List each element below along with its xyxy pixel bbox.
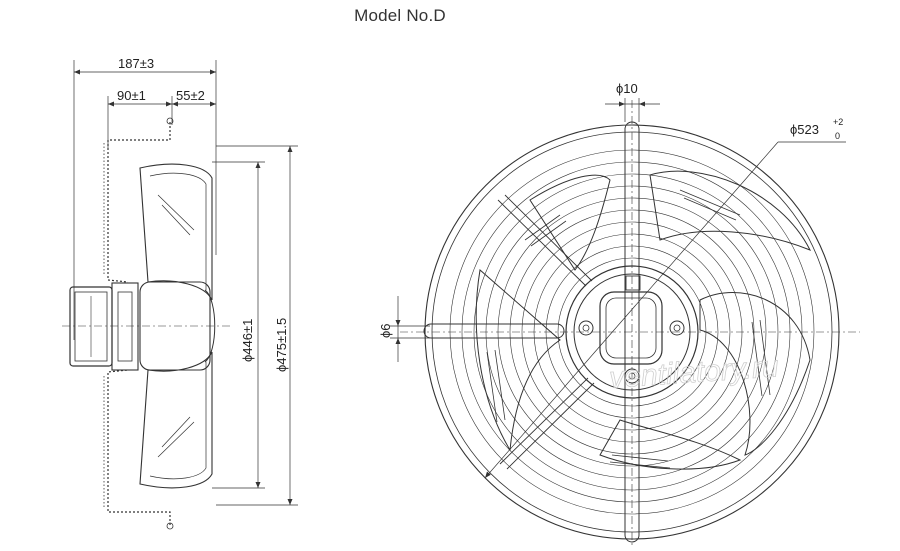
dim-motor-offset: 55±2 xyxy=(176,88,205,103)
watermark: ventilatory.ru xyxy=(608,350,780,395)
dim-guard-depth: 90±1 xyxy=(117,88,146,103)
dim-guard-ring-diameter: ϕ475±1.5 xyxy=(274,318,289,372)
dim-mount-hole: ϕ6 xyxy=(378,323,393,338)
dim-outer-diameter: ϕ523 xyxy=(790,122,819,137)
page-title: Model No.D xyxy=(354,6,446,25)
dim-outer-tol-lower: 0 xyxy=(835,131,840,141)
side-view xyxy=(62,60,298,530)
dim-outer-tol-upper: +2 xyxy=(833,117,843,127)
dim-overall-depth: 187±3 xyxy=(118,56,154,71)
dim-hole-diameter: ϕ10 xyxy=(616,81,638,96)
front-view xyxy=(390,98,860,548)
dim-blade-diameter: ϕ446±1 xyxy=(240,319,255,362)
